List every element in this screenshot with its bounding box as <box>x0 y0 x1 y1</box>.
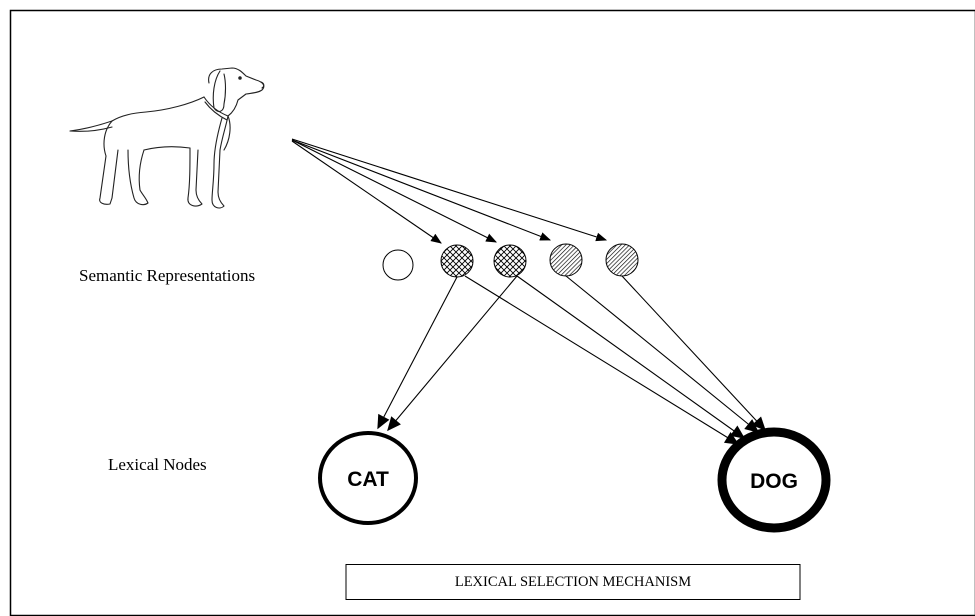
semantic-representations-label: Semantic Representations <box>79 266 255 285</box>
arrow-feature-3-cat <box>387 275 518 432</box>
picture-to-feature-arrows <box>291 138 608 244</box>
feature-to-lexical-arrows <box>377 275 766 445</box>
arrow-picture-feature-2 <box>291 140 442 244</box>
figure-frame <box>9 9 975 616</box>
dog-node-label: DOG <box>750 470 798 493</box>
arrow-picture-feature-5 <box>291 138 608 242</box>
lexical-selection-mechanism-box: LEXICAL SELECTION MECHANISM <box>345 564 801 600</box>
cat-node-label: CAT <box>347 468 389 491</box>
semantic-feature-5 <box>605 243 639 277</box>
arrow-feature-2-dog <box>464 275 740 445</box>
arrow-feature-5-dog <box>621 275 766 432</box>
arrow-feature-4-dog <box>565 275 760 433</box>
dog-picture <box>69 67 265 209</box>
lexical-node-dog: DOG <box>717 427 831 533</box>
semantic-feature-2 <box>440 244 474 278</box>
semantic-feature-1 <box>382 249 414 281</box>
arrow-feature-3-dog <box>516 275 746 439</box>
arrow-feature-2-cat <box>377 276 458 430</box>
arrow-picture-feature-3 <box>291 139 497 243</box>
arrow-picture-feature-4 <box>291 139 552 241</box>
lexical-node-cat: CAT <box>318 431 418 525</box>
lexical-nodes-label: Lexical Nodes <box>108 455 207 474</box>
lexical-selection-mechanism-label: LEXICAL SELECTION MECHANISM <box>455 574 691 590</box>
semantic-feature-3 <box>493 244 527 278</box>
semantic-feature-nodes <box>382 243 639 281</box>
semantic-feature-4 <box>549 243 583 277</box>
